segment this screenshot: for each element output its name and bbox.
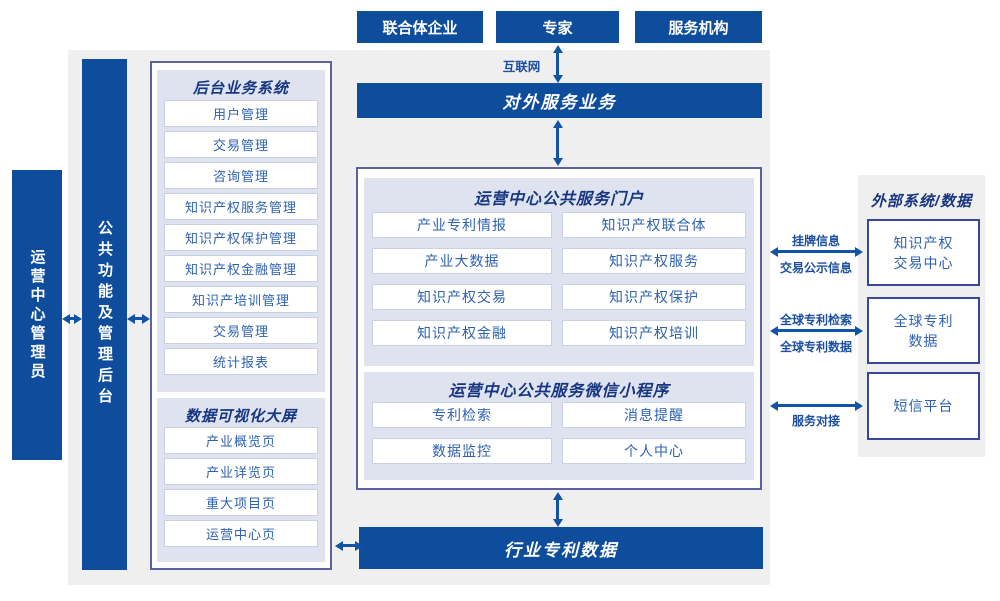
external-system-line: 知识产权 [893,234,954,251]
industry-data-bar: 行业专利数据 [359,527,763,569]
admin-backend-double-arrow [62,313,82,324]
backend-item: 知识产权保护管理 [164,224,318,251]
visualization-item: 运营中心页 [164,520,318,547]
backend-container-double-arrow [127,313,150,324]
ip-trade-double-arrow [770,246,863,257]
external-system-line: 数据 [908,332,939,349]
container-industry-double-arrow [335,540,363,551]
backend-item: 知识产权服务管理 [164,193,318,220]
backend-item: 咨询管理 [164,162,318,189]
external-system-line: 交易中心 [893,254,954,271]
service-connect-label: 服务对接 [791,414,840,428]
visualization-item: 产业概览页 [164,427,318,454]
backend-system-title: 后台业务系统 [192,79,289,97]
miniprogram-item: 消息提醒 [562,402,746,428]
portal-item: 产业大数据 [372,248,552,274]
actor-label: 专家 [542,19,573,37]
portal-title: 运营中心公共服务门户 [473,191,644,208]
external-system-line: 全球专利 [893,312,954,329]
actor-label: 联合体企业 [382,19,458,37]
portal-item: 知识产权联合体 [562,212,746,238]
actor-label: 服务机构 [668,19,729,37]
global-patent-search-label: 全球专利检索 [779,313,852,327]
portal-item: 知识产权服务 [562,248,746,274]
backend-bar-label: 公共功能及管理后台 [96,220,113,409]
admin-bar-label: 运营中心管理员 [28,248,46,382]
backend-item: 交易管理 [164,317,318,344]
portal-item: 知识产权金融 [372,320,552,346]
miniprogram-item: 专利检索 [372,402,552,428]
external-system-line: 短信平台 [893,398,954,414]
trade-publicity-label: 交易公示信息 [779,261,852,275]
service-connect-double-arrow [770,400,863,411]
actor-consortium-enterprise: 联合体企业 [357,11,483,43]
visualization-item: 重大项目页 [164,489,318,516]
visualization-item: 产业详览页 [164,458,318,485]
external-service-bar: 对外服务业务 [357,83,762,118]
visualization-title: 数据可视化大屏 [184,407,297,425]
internet-double-arrow [552,45,563,83]
portal-double-arrow [552,120,563,166]
industry-data-double-arrow [552,492,563,527]
portal-item: 知识产权交易 [372,284,552,310]
portal-item: 产业专利情报 [372,212,552,238]
industry-data-label: 行业专利数据 [504,540,618,560]
external-system-global-patent-data: 全球专利 数据 [867,297,980,364]
backend-item: 知识产培训管理 [164,286,318,313]
portal-item: 知识产权保护 [562,284,746,310]
miniprogram-title: 运营中心公共服务微信小程序 [448,383,670,400]
backend-item: 知识产权金融管理 [164,255,318,282]
backend-vertical-bar: 公共功能及管理后台 [82,59,127,570]
portal-item: 知识产权培训 [562,320,746,346]
backend-item: 统计报表 [164,348,318,375]
external-systems-title: 外部系统/数据 [870,192,973,210]
actor-service-agency: 服务机构 [635,11,762,43]
global-patent-double-arrow [770,325,863,336]
global-patent-data-label: 全球专利数据 [779,340,852,354]
backend-item: 交易管理 [164,131,318,158]
backend-item: 用户管理 [164,100,318,127]
external-system-sms-platform: 短信平台 [867,372,980,440]
external-system-ip-trade-center: 知识产权 交易中心 [867,219,980,286]
admin-vertical-bar: 运营中心管理员 [12,170,62,460]
external-service-label: 对外服务业务 [502,93,617,112]
listing-info-label: 挂牌信息 [791,234,840,248]
miniprogram-item: 个人中心 [562,438,746,464]
miniprogram-item: 数据监控 [372,438,552,464]
internet-label: 互联网 [502,60,541,74]
actor-expert: 专家 [496,11,619,43]
